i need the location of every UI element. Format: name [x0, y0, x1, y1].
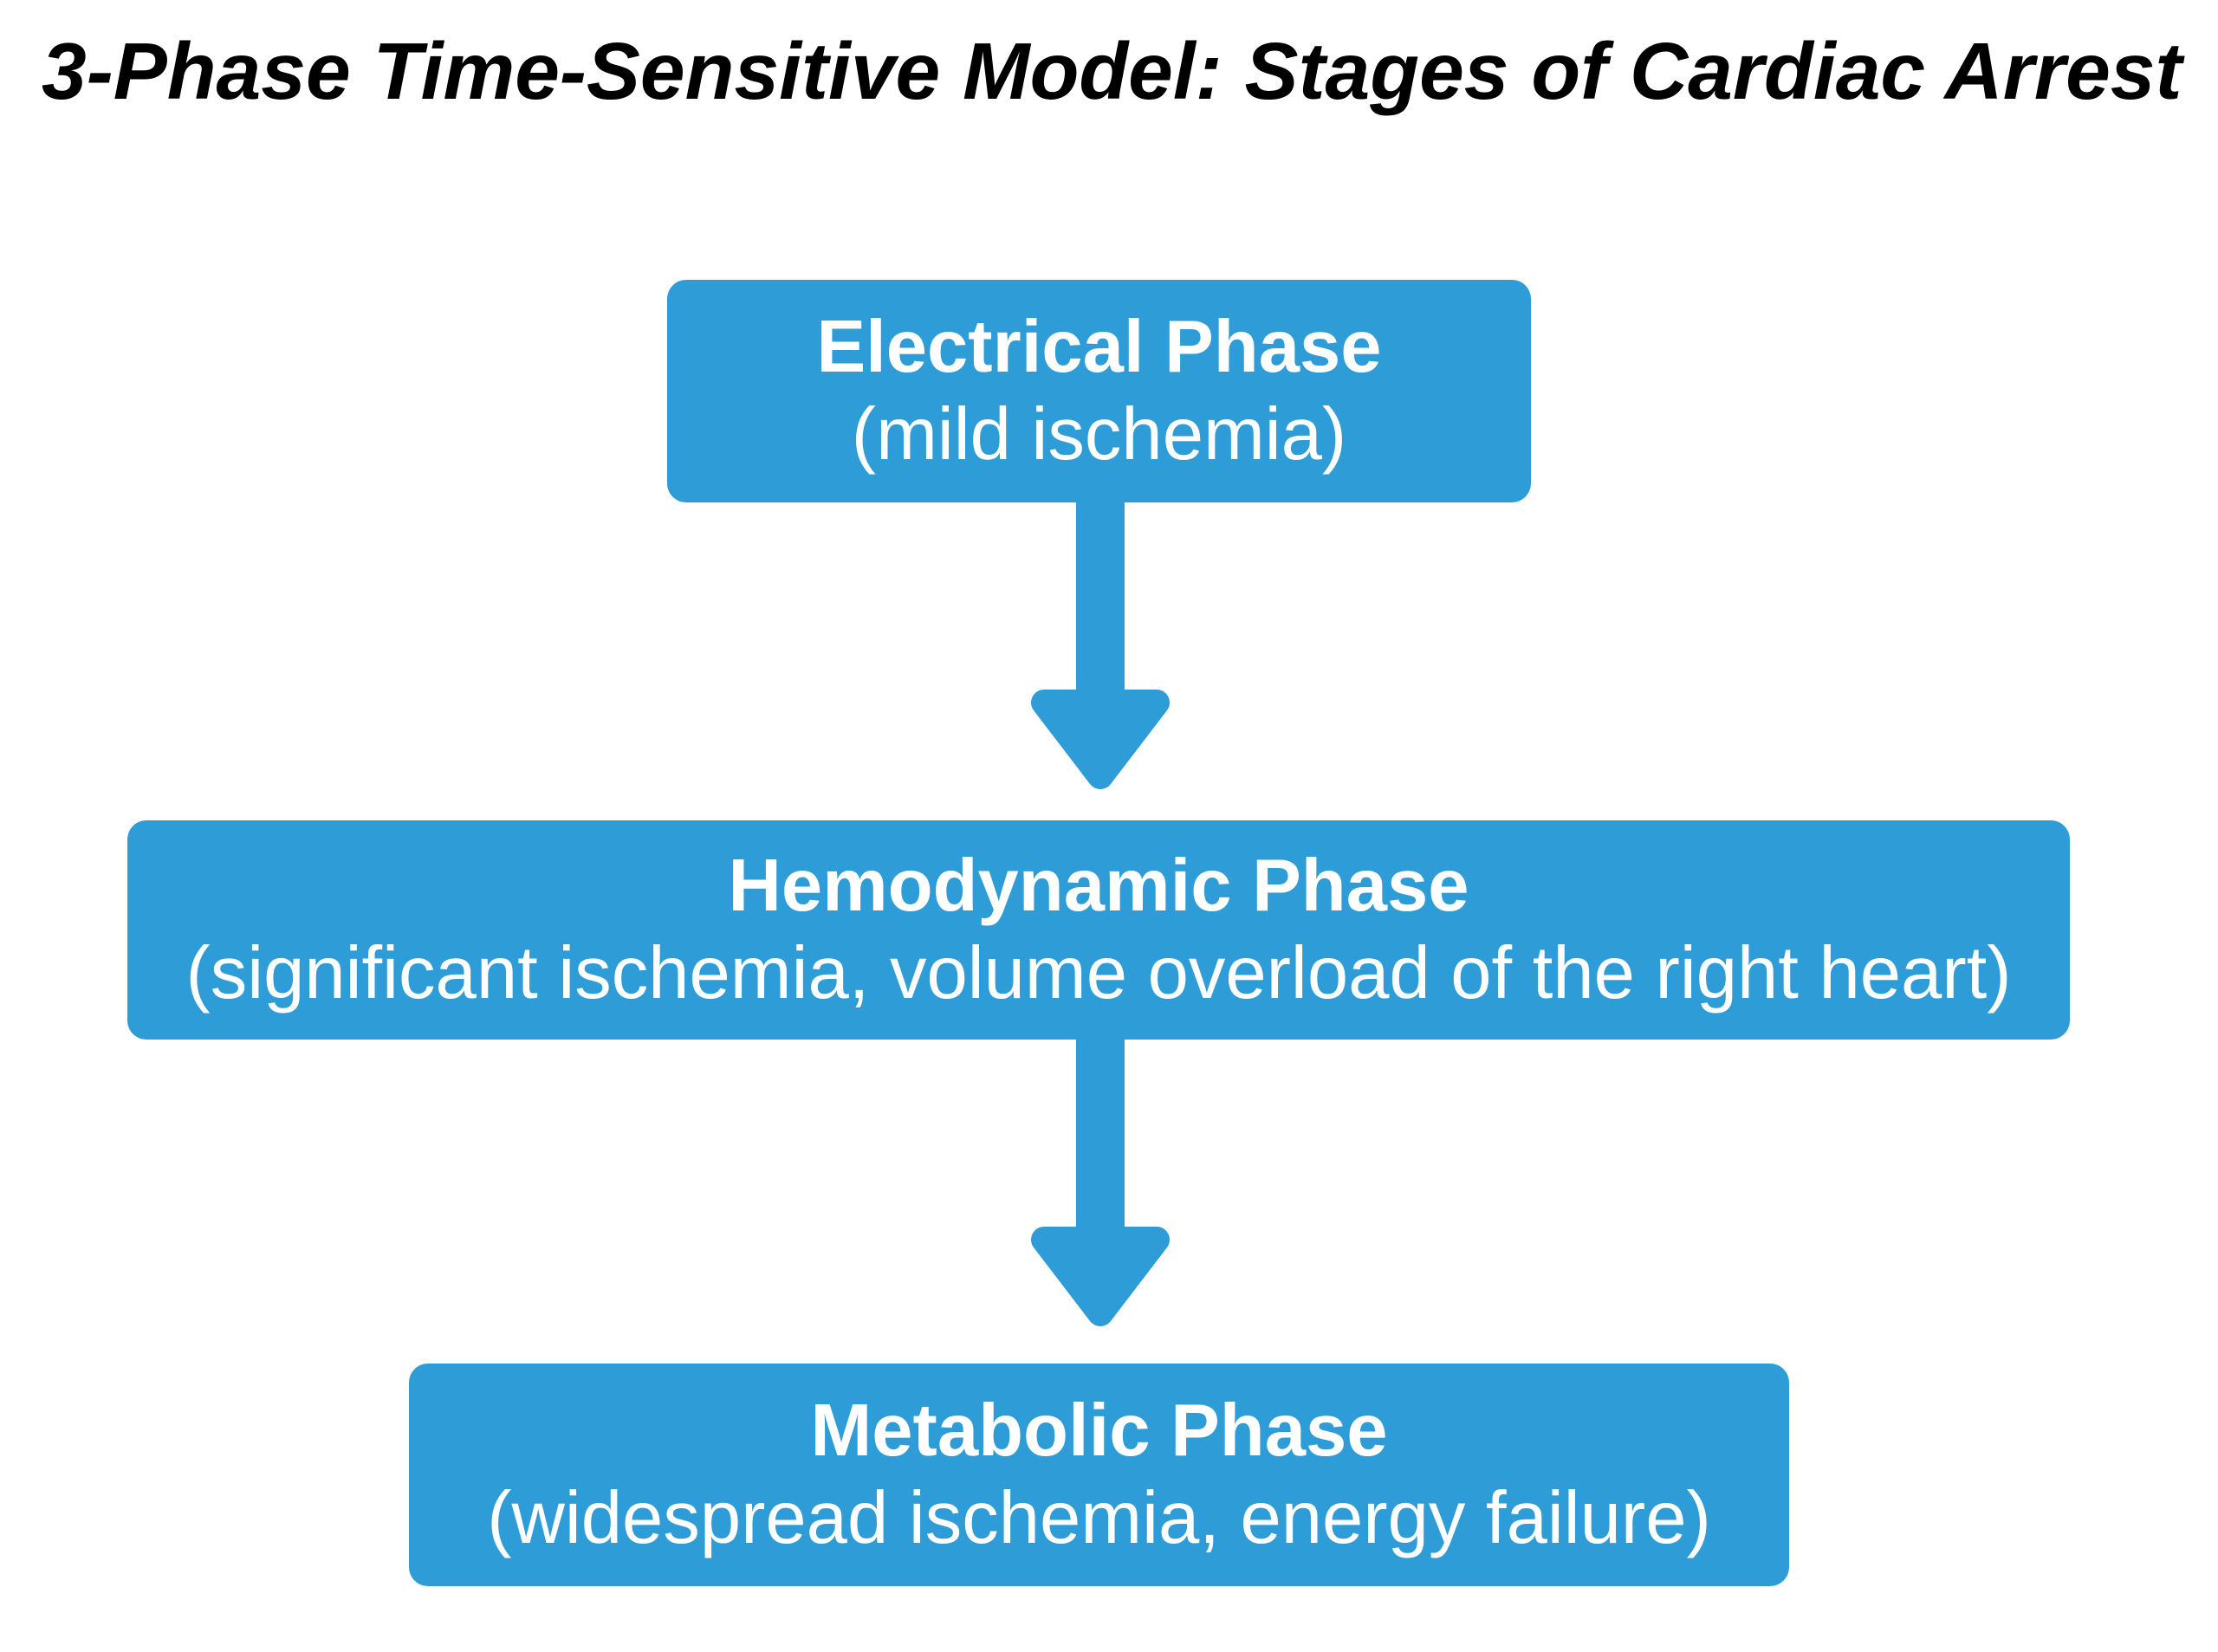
down-arrow-icon [1031, 1038, 1170, 1326]
page-title: 3-Phase Time-Sensitive Model: Stages of … [42, 26, 2182, 116]
stage-detail-electrical: (mild ischemia) [851, 392, 1347, 476]
stage-box-hemodynamic: Hemodynamic Phase (significant ischemia,… [127, 820, 2070, 1040]
stage-name-electrical: Electrical Phase [816, 306, 1382, 389]
stage-box-electrical: Electrical Phase (mild ischemia) [667, 280, 1531, 502]
stage-name-metabolic: Metabolic Phase [810, 1390, 1388, 1473]
stage-name-hemodynamic: Hemodynamic Phase [728, 845, 1469, 928]
stage-box-metabolic: Metabolic Phase (widespread ischemia, en… [409, 1364, 1789, 1586]
down-arrow-icon [1031, 501, 1170, 789]
stage-detail-metabolic: (widespread ischemia, energy failure) [487, 1476, 1711, 1559]
stage-detail-hemodynamic: (significant ischemia, volume overload o… [185, 931, 2012, 1014]
